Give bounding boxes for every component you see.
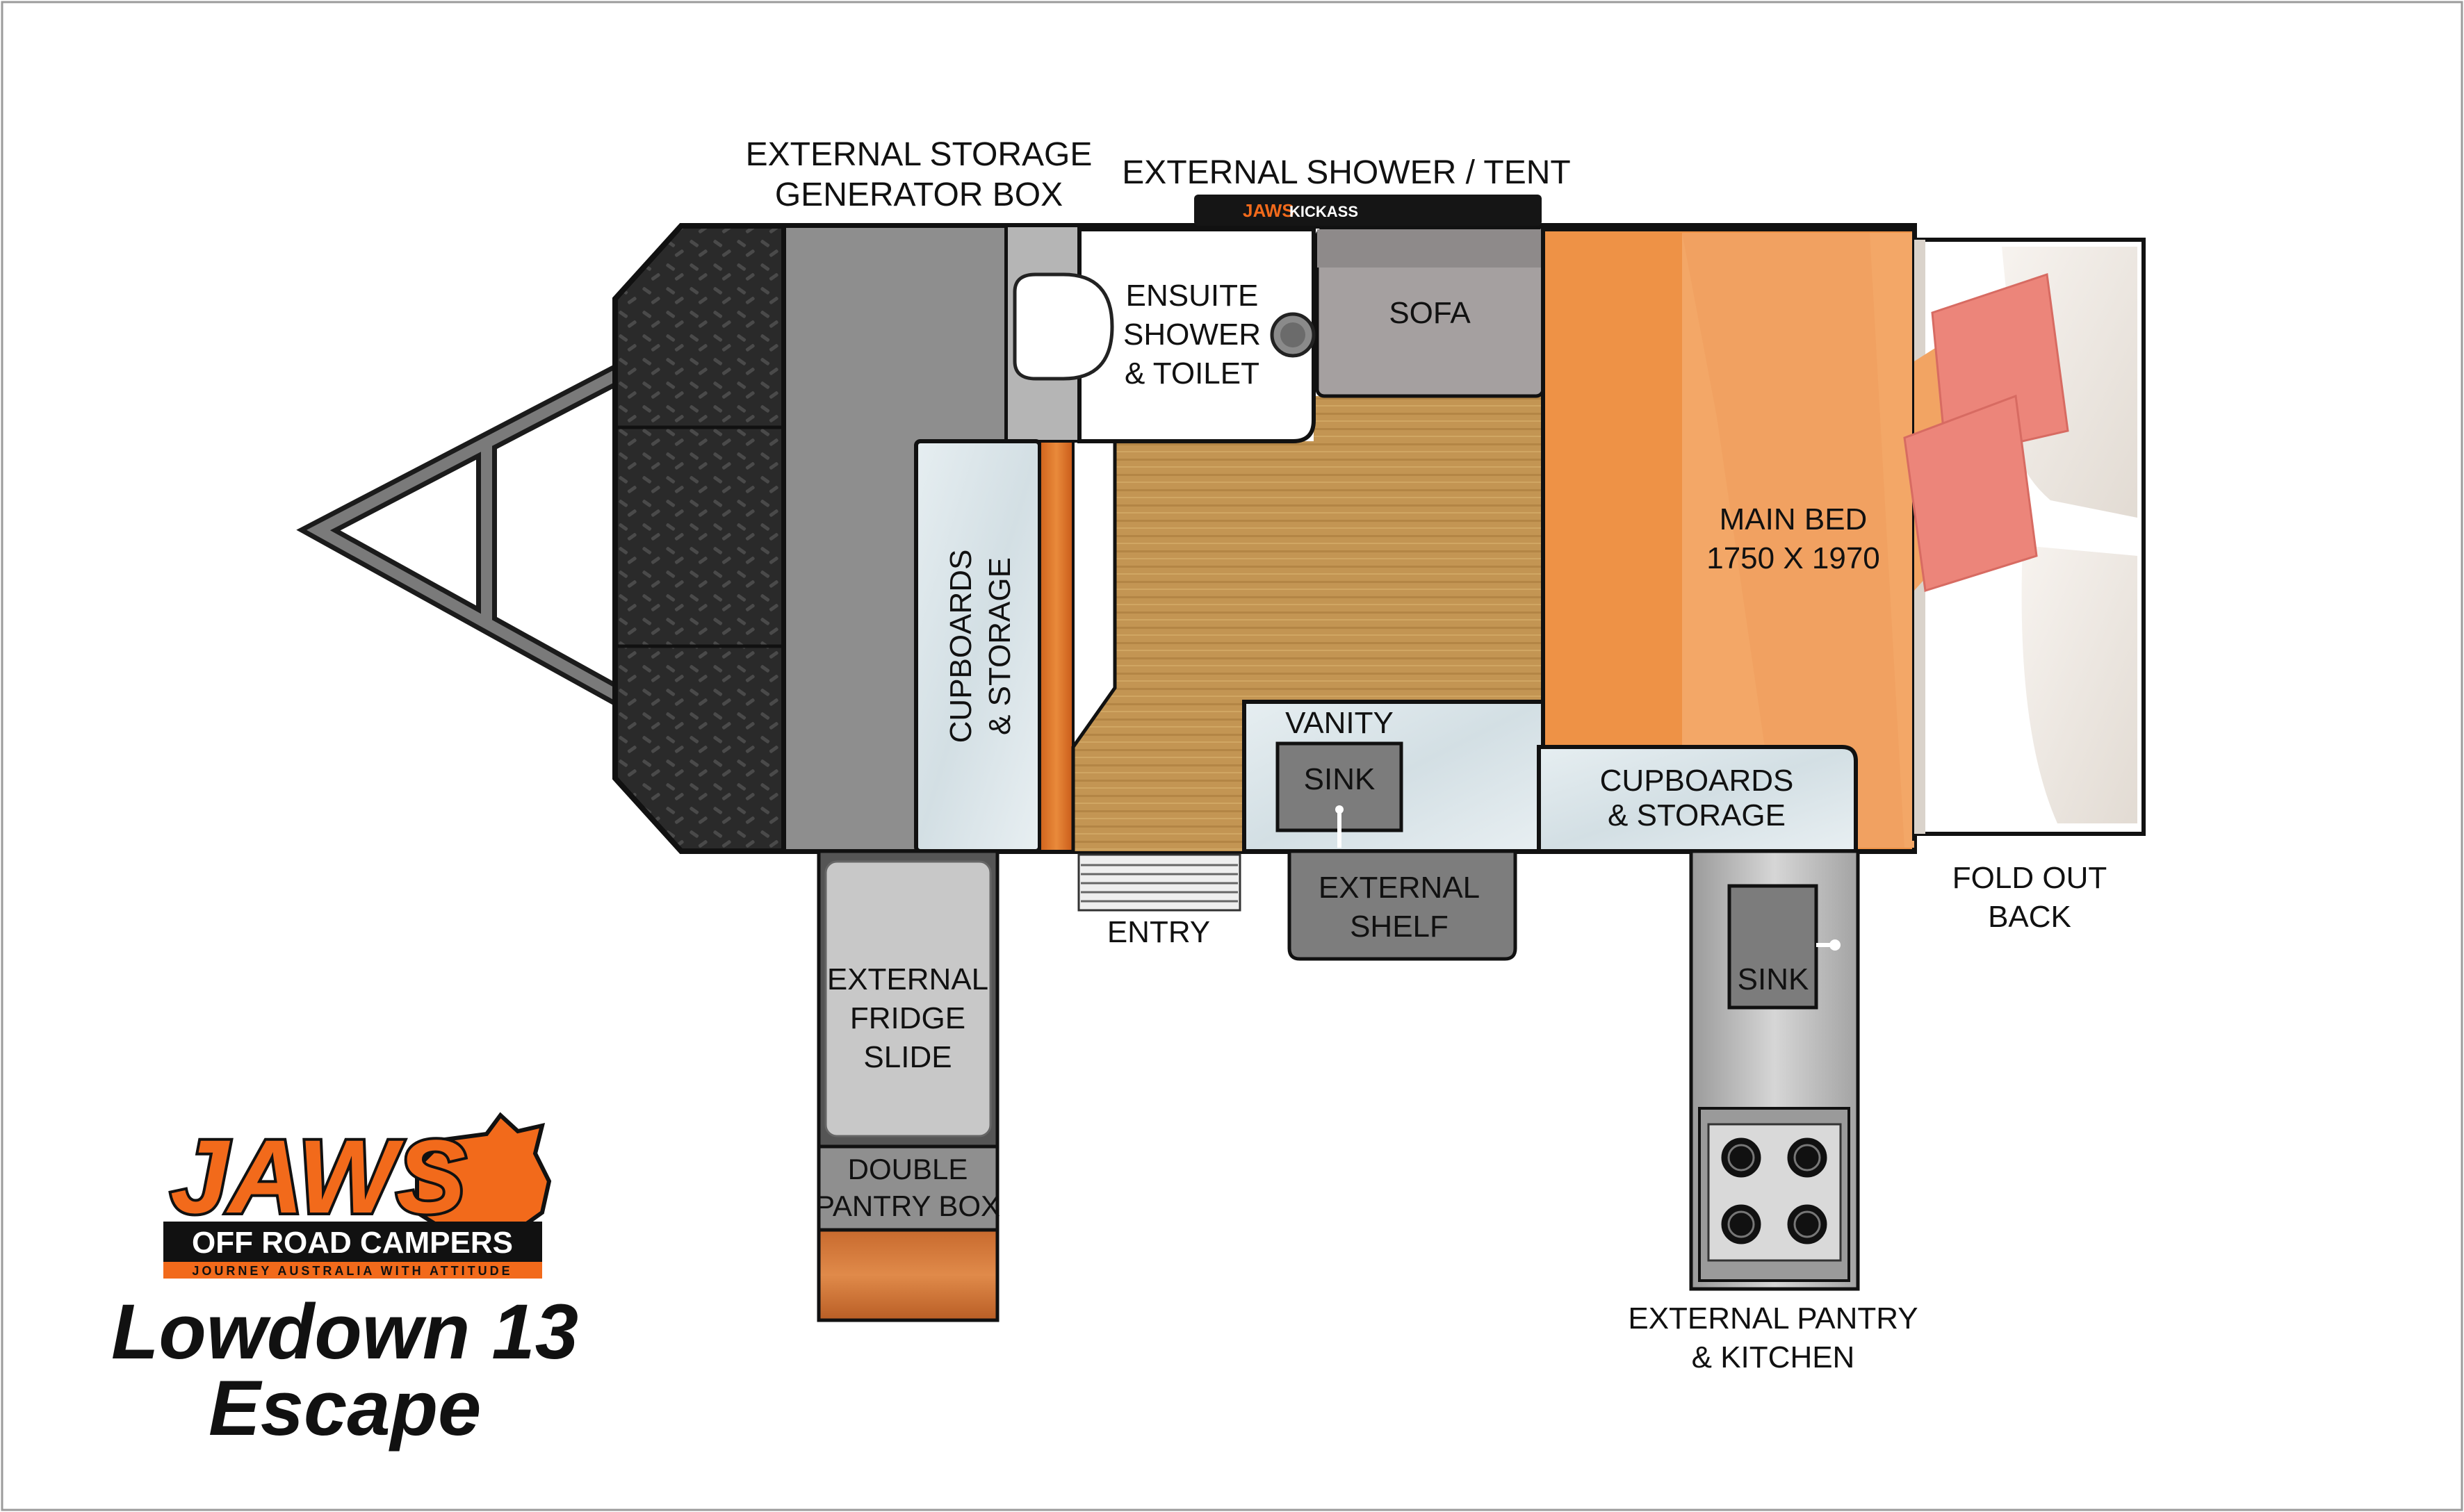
label-cupboards-right-2: & STORAGE <box>1608 798 1786 832</box>
cupboards-right <box>1537 745 1858 853</box>
model-name-line2: Escape <box>209 1365 481 1452</box>
model-name-line1: Lowdown 13 <box>111 1288 578 1375</box>
label-kitchen-1: EXTERNAL PANTRY <box>1628 1301 1918 1336</box>
awning-brand-left: JAWS <box>1243 200 1294 221</box>
pillow-white-2 <box>2021 545 2137 823</box>
label-fold-out-2: BACK <box>1988 900 2071 934</box>
logo-wordmark: JAWS <box>170 1118 466 1235</box>
ensuite <box>1077 227 1316 443</box>
label-fridge-1: EXTERNAL <box>827 962 988 996</box>
label-ensuite-2: SHOWER <box>1123 318 1261 352</box>
pantry-wood <box>817 1228 1000 1322</box>
label-main-bed-2: 1750 X 1970 <box>1706 541 1880 575</box>
logo-line1: OFF ROAD CAMPERS <box>192 1226 513 1260</box>
label-fold-out-1: FOLD OUT <box>1952 861 2107 895</box>
label-external-shelf-2: SHELF <box>1350 910 1449 944</box>
label-entry: ENTRY <box>1107 915 1210 949</box>
cupboards-left <box>914 439 1042 853</box>
label-pantry-box-1: DOUBLE <box>848 1153 968 1185</box>
label-main-bed-1: MAIN BED <box>1720 502 1868 536</box>
drawbar-inner <box>307 368 621 702</box>
label-cupboards-left-1: CUPBOARDS <box>944 550 978 743</box>
label-external-shower: EXTERNAL SHOWER / TENT <box>1122 154 1570 191</box>
label-kitchen-sink: SINK <box>1738 962 1809 996</box>
pillow-pink-1 <box>1931 273 2069 460</box>
label-ensuite-1: ENSUITE <box>1126 279 1259 313</box>
label-fridge-2: FRIDGE <box>850 1001 965 1035</box>
label-kitchen-2: & KITCHEN <box>1692 1340 1855 1374</box>
label-vanity-sink: SINK <box>1304 762 1376 796</box>
burner-icon <box>1721 1137 1827 1244</box>
awning-brand-bar <box>1194 195 1542 226</box>
label-cupboards-right-1: CUPBOARDS <box>1600 764 1794 798</box>
front-toolbox <box>612 223 788 854</box>
awning-brand-right: KICKASS <box>1289 203 1358 220</box>
label-ensuite-3: & TOILET <box>1125 356 1259 391</box>
bench-strip <box>1038 440 1075 853</box>
label-sofa: SOFA <box>1389 296 1471 330</box>
toilet-icon <box>1013 272 1114 381</box>
label-vanity: VANITY <box>1285 706 1394 740</box>
label-external-storage-2: GENERATOR BOX <box>775 176 1063 213</box>
entry-step <box>1077 853 1241 912</box>
double-pantry-box <box>817 1144 1000 1232</box>
label-cupboards-left-2: & STORAGE <box>983 557 1017 735</box>
pillow-pink-2 <box>1903 394 2038 592</box>
label-external-storage-1: EXTERNAL STORAGE <box>746 136 1093 173</box>
floor <box>1073 396 1543 851</box>
jaws-logo: JAWS OFF ROAD CAMPERS JOURNEY AUSTRALIA … <box>163 1112 552 1279</box>
label-external-shelf-1: EXTERNAL <box>1319 871 1480 905</box>
label-fridge-3: SLIDE <box>863 1040 952 1074</box>
logo-tagline: JOURNEY AUSTRALIA WITH ATTITUDE <box>192 1264 512 1278</box>
external-shelf <box>1287 849 1517 961</box>
label-pantry-box-2: PANTRY BOX <box>815 1190 1000 1222</box>
